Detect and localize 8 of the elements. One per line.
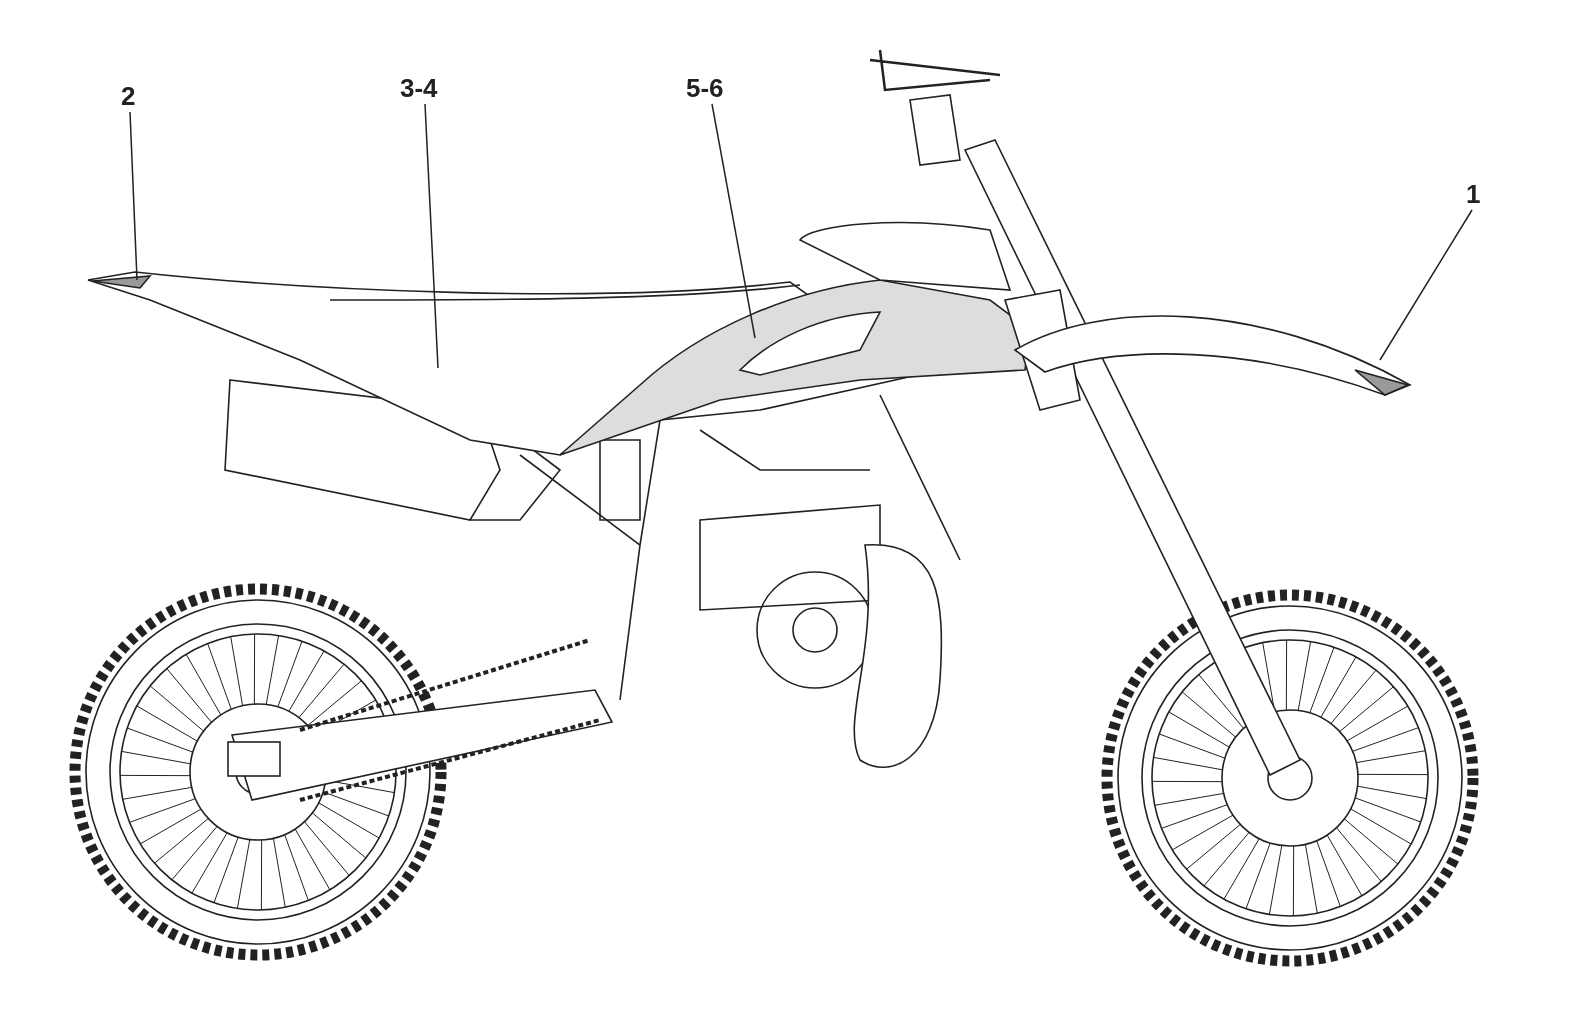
callout-number: 5-6: [686, 74, 724, 102]
leader-line: [424, 103, 439, 369]
leader-line: [129, 111, 138, 281]
callout-number: 2: [121, 82, 136, 110]
leader-line: [711, 103, 756, 339]
callout-number: 1: [1466, 180, 1481, 208]
leader-line: [1379, 209, 1473, 361]
callout-number: 3-4: [400, 74, 438, 102]
